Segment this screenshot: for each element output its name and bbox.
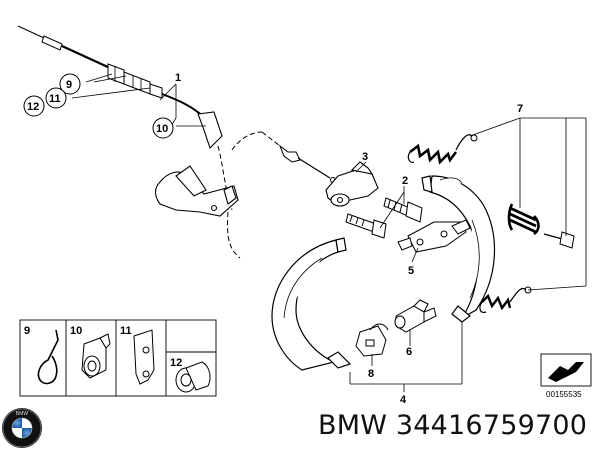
label-1: 1 (175, 72, 181, 84)
bolt (345, 213, 387, 239)
label-11: 11 (49, 93, 61, 105)
label-12-circle (23, 95, 45, 117)
retaining-clip (355, 323, 389, 357)
part-number: 34416759700 (395, 410, 588, 441)
inset-label-12: 12 (170, 357, 182, 369)
inset-label-9: 9 (24, 325, 30, 337)
label-10: 10 (156, 123, 168, 135)
retaining-pin (543, 231, 575, 249)
diagram-code-box: 00155535 (540, 353, 592, 399)
label-4: 4 (400, 394, 407, 406)
brake-cable (17, 25, 281, 259)
label-3: 3 (362, 151, 368, 163)
label-5: 5 (408, 265, 414, 277)
spreader (394, 299, 437, 333)
expander-lever (325, 161, 379, 207)
arrow-icon (548, 362, 584, 382)
diagram-code: 00155535 (546, 390, 582, 399)
small-parts-inset: 9 10 11 12 (19, 319, 217, 397)
label-2: 2 (402, 175, 408, 187)
bolt-part-2 (383, 197, 423, 223)
label-10-circle (152, 117, 174, 139)
label-8: 8 (368, 368, 374, 380)
part-labels: 1 2 3 4 5 6 7 8 9 11 12 10 (23, 72, 523, 406)
brake-shoe-left (271, 237, 352, 371)
label-12: 12 (27, 101, 39, 113)
bmw-logo: BMW (2, 408, 42, 448)
brand-name: BMW (318, 410, 388, 441)
label-9: 9 (66, 79, 72, 91)
adjuster (397, 219, 471, 253)
inset-label-10: 10 (70, 325, 82, 337)
inset-label-11: 11 (120, 325, 132, 337)
label-6: 6 (406, 346, 412, 358)
bmw-logo-text: BMW (16, 411, 29, 417)
label-7: 7 (517, 103, 523, 115)
brake-shoe-right (421, 175, 496, 323)
leader-lines (71, 73, 587, 392)
part-caption: BMW 34416759700 (318, 410, 587, 441)
label-11-circle (45, 87, 67, 109)
cable-end (278, 144, 336, 183)
cable-bracket (154, 165, 239, 217)
label-9-circle (59, 73, 81, 95)
